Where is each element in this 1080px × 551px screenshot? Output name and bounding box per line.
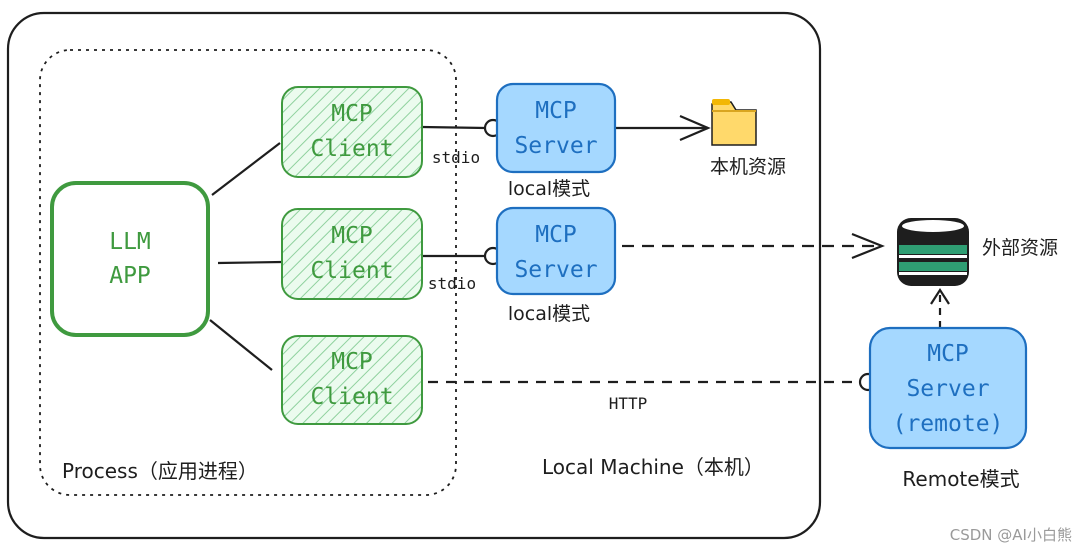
local-machine-boundary	[6, 11, 822, 540]
process-boundary	[39, 49, 457, 496]
mcp-server-remote: MCP Server (remote)	[868, 326, 1028, 450]
remote-server-line3: (remote)	[893, 411, 1004, 437]
mcp-client-3: MCP Client	[281, 335, 423, 425]
remote-mode-label: Remote模式	[902, 467, 1019, 491]
llm-app-line1: LLM	[109, 229, 151, 255]
server-1-line1: MCP	[535, 98, 577, 124]
mcp-client-1: MCP Client	[281, 86, 423, 178]
client-3-line2: Client	[310, 384, 393, 410]
remote-server-line2: Server	[906, 376, 989, 402]
stdio-label-1: stdio	[432, 148, 480, 167]
stdio-label-2: stdio	[428, 274, 476, 293]
mcp-client-2: MCP Client	[281, 208, 423, 300]
http-label: HTTP	[609, 394, 648, 413]
connector-app-client-2	[217, 260, 283, 265]
llm-app-line2: APP	[109, 263, 151, 289]
server-2-mode-label: local模式	[508, 303, 590, 325]
arrowhead-local	[679, 114, 711, 142]
watermark: CSDN @AI小白熊	[950, 526, 1072, 544]
llm-app-box: LLM APP	[50, 181, 210, 337]
folder-icon	[711, 99, 757, 146]
server-2-line2: Server	[514, 257, 597, 283]
client-1-line2: Client	[310, 136, 393, 162]
database-icon	[897, 218, 969, 286]
client-2-line2: Client	[310, 258, 393, 284]
mcp-server-local-1: MCP Server	[495, 82, 617, 174]
local-resource-label: 本机资源	[710, 156, 786, 178]
arrowhead-remote	[930, 287, 950, 305]
server-1-line2: Server	[514, 133, 597, 159]
remote-server-line1: MCP	[927, 341, 969, 367]
client-2-line1: MCP	[331, 223, 373, 249]
arrowhead-external	[851, 232, 885, 260]
local-machine-label: Local Machine（本机）	[542, 455, 764, 479]
connector-stdio-1	[421, 125, 487, 130]
process-label: Process（应用进程）	[62, 459, 258, 483]
mcp-server-local-2: MCP Server	[495, 206, 617, 296]
server-1-mode-label: local模式	[508, 178, 590, 200]
connector-app-client-1	[211, 142, 281, 196]
external-resource-label: 外部资源	[982, 237, 1058, 259]
server-2-line1: MCP	[535, 222, 577, 248]
client-3-line1: MCP	[331, 349, 373, 375]
client-1-line1: MCP	[331, 101, 373, 127]
connector-app-client-3	[209, 319, 273, 371]
